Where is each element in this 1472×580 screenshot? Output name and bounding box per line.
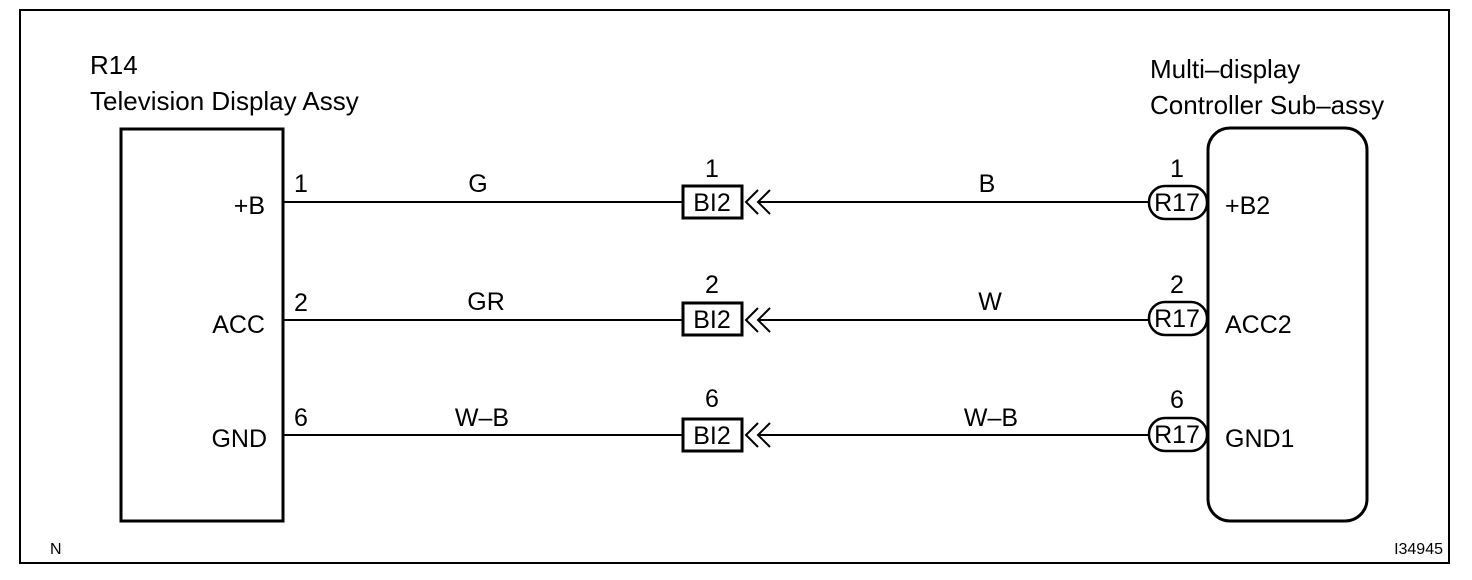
right-connector-label: R17 [1154,305,1200,333]
left-component-box [119,127,285,523]
right-component-box [1206,126,1369,523]
right-connector-label: R17 [1154,421,1200,449]
right-terminal-label: +B2 [1225,192,1270,220]
left-terminal-label: ACC [212,311,265,339]
left-pin-number: 1 [294,170,308,198]
wire-color-right: W [978,288,1002,316]
wire-color-left: G [468,170,487,198]
right-terminal-label: GND1 [1225,425,1294,453]
right-terminal-label: ACC2 [1225,311,1292,339]
wire-color-right: W–B [964,404,1018,432]
junction-connector-label: BI2 [693,189,731,217]
right-component-name-line2: Controller Sub–assy [1150,90,1384,120]
diagram-frame [19,9,1450,564]
junction-pin-number: 6 [705,385,719,413]
left-pin-number: 6 [294,404,308,432]
right-pin-number: 1 [1170,155,1184,183]
left-terminal-label: +B [234,192,265,220]
figure-id: I34945 [1394,541,1443,558]
right-pin-number: 2 [1170,271,1184,299]
right-connector-label: R17 [1154,189,1200,217]
left-component-name: Television Display Assy [90,86,359,116]
circuit-row-3: W–B 6 BI2 W–B 6 R17 [283,385,1209,453]
right-component-name-line1: Multi–display [1150,54,1300,84]
left-pin-number: 2 [294,289,308,317]
left-terminal-label: GND [211,425,267,453]
junction-connector-label: BI2 [693,306,731,334]
right-pin-number: 6 [1170,386,1184,414]
junction-connector-box [681,184,744,220]
wire-color-left: W–B [455,404,509,432]
wire-color-right: B [979,170,996,198]
wire-color-left: GR [467,288,505,316]
circuit-row-2: GR 2 BI2 W 2 R17 [283,271,1209,337]
junction-pin-number: 1 [705,155,719,183]
circuit-row-1: G 1 BI2 B 1 R17 [283,155,1209,221]
junction-connector-box [681,417,744,453]
corner-label-left: N [50,541,62,558]
junction-pin-number: 2 [705,271,719,299]
junction-connector-label: BI2 [693,422,731,450]
junction-connector-box [681,301,744,337]
left-component-code: R14 [90,50,138,80]
